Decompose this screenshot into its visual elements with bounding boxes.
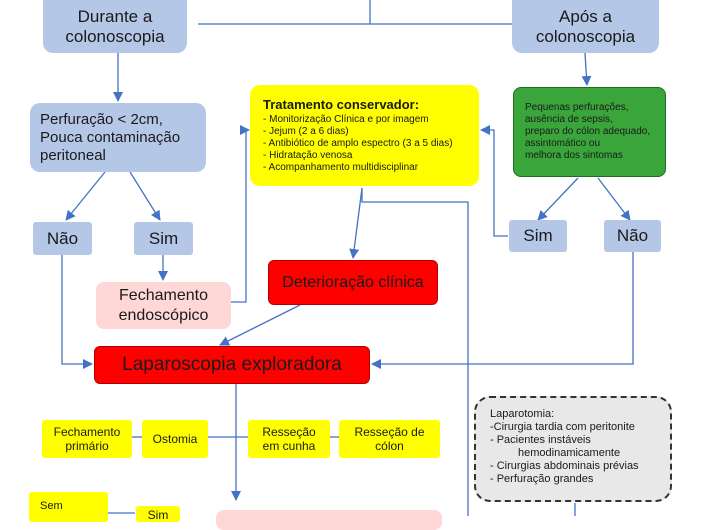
deterioracao-clinica-box: Deterioração clínica [268,260,438,305]
perfuracao-label: Perfuração < 2cm, Pouca contaminação per… [40,110,181,164]
arrow-tratamento-deterioracao [349,187,363,259]
bottom-pink-box [216,510,442,530]
laparotomia-item: hemodinamicamente [518,447,621,459]
durante-colonoscopia-box: Durante a colonoscopia [43,0,187,53]
deterioracao-clinica-label: Deterioração clínica [282,273,424,291]
ostomia-label: Ostomia [152,432,198,446]
sim-left-box: Sim [134,222,193,255]
sem-box: Sem [29,492,108,522]
arrow-sim-tratamento [480,125,508,237]
tratamento-item: - Jejum (2 a 6 dias) [263,126,349,137]
arrow-apos-pequenas [581,52,592,86]
laparotomia-item: -Cirurgia tardia com peritonite [490,421,635,433]
apos-colonoscopia-label: Após a colonoscopia [535,6,636,46]
arrow-perfuracao-sim [129,171,161,221]
durante-colonoscopia-label: Durante a colonoscopia [65,6,165,46]
fechamento-endoscopico-label: Fechamento endoscópico [118,286,209,324]
tratamento-item: - Monitorização Clínica e por imagem [263,114,429,125]
nao-left-label: Não [46,228,79,248]
arrow-pequenas-sim [537,177,579,221]
tratamento-item: - Antibiótico de amplo espectro (3 a 5 d… [263,138,453,149]
nao-right-label: Não [616,226,649,245]
ressecao-cunha-label: Resseção em cunha [262,425,316,453]
connector-layer [61,0,634,516]
perfuracao-box: Perfuração < 2cm, Pouca contaminação per… [30,103,206,172]
tratamento-conservador-box: Tratamento conservador: - Monitorização … [250,85,479,186]
ostomia-box: Ostomia [142,420,208,458]
laparotomia-title: Laparotomia: [490,408,555,420]
fechamento-endoscopico-box: Fechamento endoscópico [96,282,231,329]
arrow-deterioracao-laparoscopia [219,304,301,346]
arrow-nao-right-laparoscopia [371,252,634,369]
pequenas-perfuracoes-label: Pequenas perfurações, ausência de sepsis… [525,102,651,161]
ressecao-cunha-box: Resseção em cunha [248,420,330,458]
arrow-fechamento-tratamento [231,125,250,303]
apos-colonoscopia-box: Após a colonoscopia [512,0,659,53]
ressecao-colon-box: Resseção de cólon [339,420,440,458]
laparotomia-item: - Cirurgias abdominais prévias [490,460,639,472]
arrow-perfuracao-nao [65,171,106,221]
laparoscopia-exploradora-label: Laparoscopia exploradora [122,354,342,375]
sim-left-label: Sim [148,228,179,248]
laparoscopia-exploradora-box: Laparoscopia exploradora [94,346,370,384]
arrow-pequenas-nao [597,177,631,221]
laparotomia-box: Laparotomia: -Cirurgia tardia com perito… [474,396,672,502]
ressecao-colon-label: Resseção de cólon [354,425,425,453]
nao-right-box: Não [604,220,661,252]
pequenas-perfuracoes-box: Pequenas perfurações, ausência de sepsis… [513,87,666,177]
nao-left-box: Não [33,222,92,255]
sim-bottom-label: Sim [147,508,169,522]
laparotomia-item: - Pacientes instáveis [490,434,591,446]
sim-right-box: Sim [509,220,567,252]
sem-label: Sem [40,500,63,512]
tratamento-item: - Acompanhamento multidisciplinar [263,162,419,173]
fechamento-primario-box: Fechamento primário [42,420,132,458]
line-tratamento-down [361,188,469,516]
connector-top-left [198,0,371,25]
tratamento-title: Tratamento conservador: [263,97,420,112]
fechamento-primario-label: Fechamento primário [53,425,121,453]
sim-bottom-box: Sim [136,506,180,522]
sim-right-label: Sim [523,226,553,245]
tratamento-item: - Hidratação venosa [263,150,353,161]
laparotomia-item: - Perfuração grandes [490,473,594,485]
arrow-nao-laparoscopia [61,255,93,369]
